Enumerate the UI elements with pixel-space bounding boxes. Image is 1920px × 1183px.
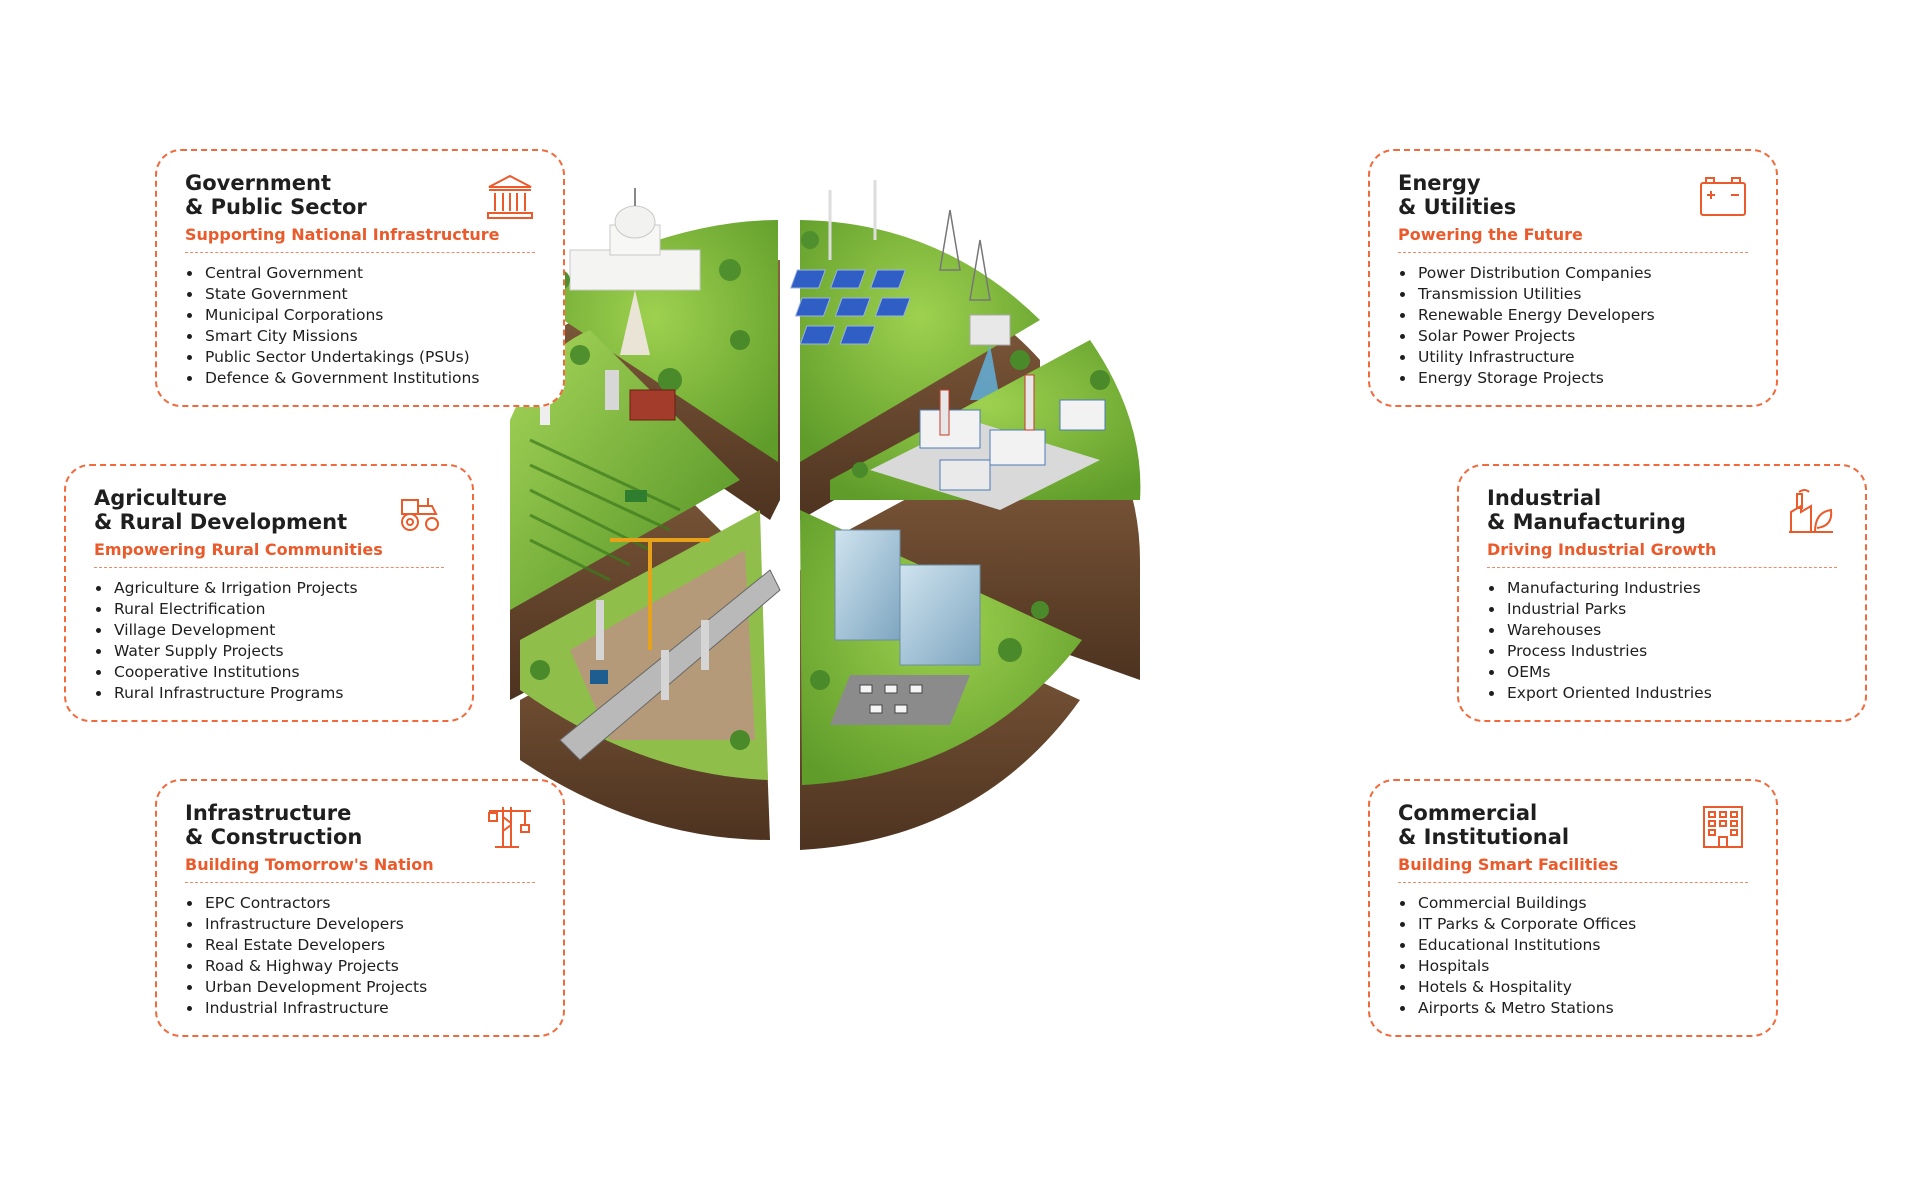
list-item: EPC Contractors xyxy=(185,893,535,914)
slice-commercial xyxy=(800,510,1082,850)
card-subtitle: Supporting National Infrastructure xyxy=(185,225,535,253)
list-item: Export Oriented Industries xyxy=(1487,683,1837,704)
card-infrastructure: Infrastructure & Construction Building T… xyxy=(155,779,565,1037)
card-government: Government & Public Sector Supporting Na… xyxy=(155,149,565,407)
list-item: Renewable Energy Developers xyxy=(1398,305,1748,326)
office-building-icon xyxy=(1703,806,1743,848)
list-item: Utility Infrastructure xyxy=(1398,347,1748,368)
list-item: Real Estate Developers xyxy=(185,935,535,956)
list-item: Rural Electrification xyxy=(94,599,444,620)
card-title: Infrastructure & Construction xyxy=(185,801,485,849)
list-item: OEMs xyxy=(1487,662,1837,683)
list-item: Defence & Government Institutions xyxy=(185,368,535,389)
government-building-icon xyxy=(487,174,533,219)
card-subtitle: Powering the Future xyxy=(1398,225,1748,253)
list-item: Power Distribution Companies xyxy=(1398,263,1748,284)
title-line-1: Agriculture xyxy=(94,486,228,510)
list-item: IT Parks & Corporate Offices xyxy=(1398,914,1748,935)
slice-infrastructure xyxy=(520,510,781,840)
card-title: Energy & Utilities xyxy=(1398,171,1698,219)
list-item: Hospitals xyxy=(1398,956,1748,977)
list-item: Urban Development Projects xyxy=(185,977,535,998)
battery-icon xyxy=(1700,177,1746,216)
list-item: Transmission Utilities xyxy=(1398,284,1748,305)
title-line-2: & Institutional xyxy=(1398,825,1570,849)
card-subtitle: Building Smart Facilities xyxy=(1398,855,1748,883)
list-item: Central Government xyxy=(185,263,535,284)
list-item: Commercial Buildings xyxy=(1398,893,1748,914)
title-line-1: Energy xyxy=(1398,171,1481,195)
card-subtitle: Driving Industrial Growth xyxy=(1487,540,1837,568)
title-line-1: Commercial xyxy=(1398,801,1538,825)
card-commercial: Commercial & Institutional Building Smar… xyxy=(1368,779,1778,1037)
slice-industrial xyxy=(830,340,1141,680)
list-item: Smart City Missions xyxy=(185,326,535,347)
title-line-1: Infrastructure xyxy=(185,801,352,825)
card-subtitle: Empowering Rural Communities xyxy=(94,540,444,568)
title-line-2: & Public Sector xyxy=(185,195,367,219)
card-agriculture: Agriculture & Rural Development Empoweri… xyxy=(64,464,474,722)
title-line-2: & Utilities xyxy=(1398,195,1517,219)
factory-leaf-icon xyxy=(1789,489,1833,533)
card-industrial: Industrial & Manufacturing Driving Indus… xyxy=(1457,464,1867,722)
title-line-2: & Construction xyxy=(185,825,363,849)
list-item: Warehouses xyxy=(1487,620,1837,641)
list-item: Road & Highway Projects xyxy=(185,956,535,977)
list-item: Hotels & Hospitality xyxy=(1398,977,1748,998)
list-item: Solar Power Projects xyxy=(1398,326,1748,347)
list-item: Industrial Infrastructure xyxy=(185,998,535,1019)
list-item: Agriculture & Irrigation Projects xyxy=(94,578,444,599)
list-item: Manufacturing Industries xyxy=(1487,578,1837,599)
list-item: Cooperative Institutions xyxy=(94,662,444,683)
list-item: Airports & Metro Stations xyxy=(1398,998,1748,1019)
list-item: Infrastructure Developers xyxy=(185,914,535,935)
card-title: Commercial & Institutional xyxy=(1398,801,1698,849)
tractor-icon xyxy=(401,498,439,531)
title-line-1: Industrial xyxy=(1487,486,1602,510)
card-subtitle: Building Tomorrow's Nation xyxy=(185,855,535,883)
list-item: Industrial Parks xyxy=(1487,599,1837,620)
card-title: Agriculture & Rural Development xyxy=(94,486,394,534)
list-item: Energy Storage Projects xyxy=(1398,368,1748,389)
slice-energy xyxy=(790,180,1040,520)
title-line-2: & Rural Development xyxy=(94,510,348,534)
card-list: Power Distribution Companies Transmissio… xyxy=(1398,263,1748,389)
card-list: Central Government State Government Muni… xyxy=(185,263,535,389)
card-list: Manufacturing Industries Industrial Park… xyxy=(1487,578,1837,704)
sector-pie-illustration xyxy=(510,180,1141,850)
card-title: Government & Public Sector xyxy=(185,171,485,219)
title-line-2: & Manufacturing xyxy=(1487,510,1686,534)
crane-icon xyxy=(488,807,531,848)
list-item: State Government xyxy=(185,284,535,305)
slice-government xyxy=(528,188,780,520)
card-list: Agriculture & Irrigation Projects Rural … xyxy=(94,578,444,704)
card-energy: Energy & Utilities Powering the Future P… xyxy=(1368,149,1778,407)
list-item: Public Sector Undertakings (PSUs) xyxy=(185,347,535,368)
card-list: Commercial Buildings IT Parks & Corporat… xyxy=(1398,893,1748,1019)
list-item: Municipal Corporations xyxy=(185,305,535,326)
list-item: Rural Infrastructure Programs xyxy=(94,683,444,704)
card-list: EPC Contractors Infrastructure Developer… xyxy=(185,893,535,1019)
list-item: Water Supply Projects xyxy=(94,641,444,662)
list-item: Village Development xyxy=(94,620,444,641)
title-line-1: Government xyxy=(185,171,332,195)
card-title: Industrial & Manufacturing xyxy=(1487,486,1787,534)
list-item: Process Industries xyxy=(1487,641,1837,662)
list-item: Educational Institutions xyxy=(1398,935,1748,956)
